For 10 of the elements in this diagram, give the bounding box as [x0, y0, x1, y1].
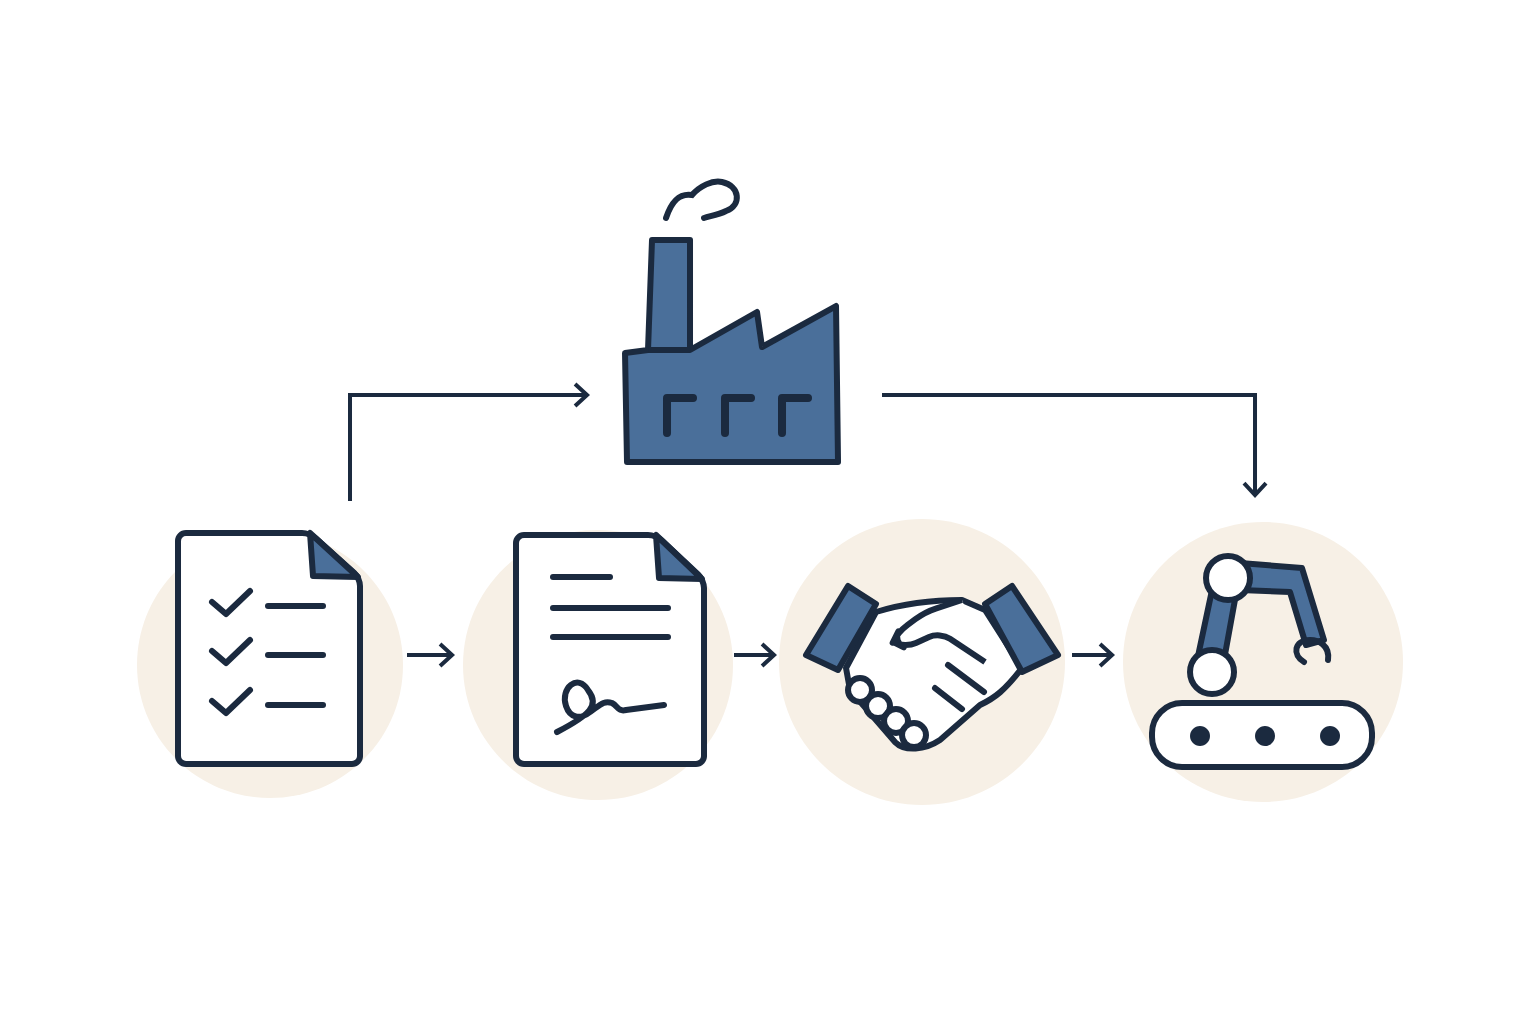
arrow: [407, 642, 455, 668]
contract-icon: [463, 530, 733, 800]
arrow: [348, 382, 590, 501]
arrow: [1072, 642, 1115, 668]
arrow: [882, 393, 1268, 498]
arrow: [734, 642, 777, 668]
factory-icon: [622, 178, 841, 465]
robot-arm-icon: [1123, 522, 1403, 802]
handshake-icon: [779, 519, 1065, 805]
checklist-icon: [137, 530, 403, 798]
